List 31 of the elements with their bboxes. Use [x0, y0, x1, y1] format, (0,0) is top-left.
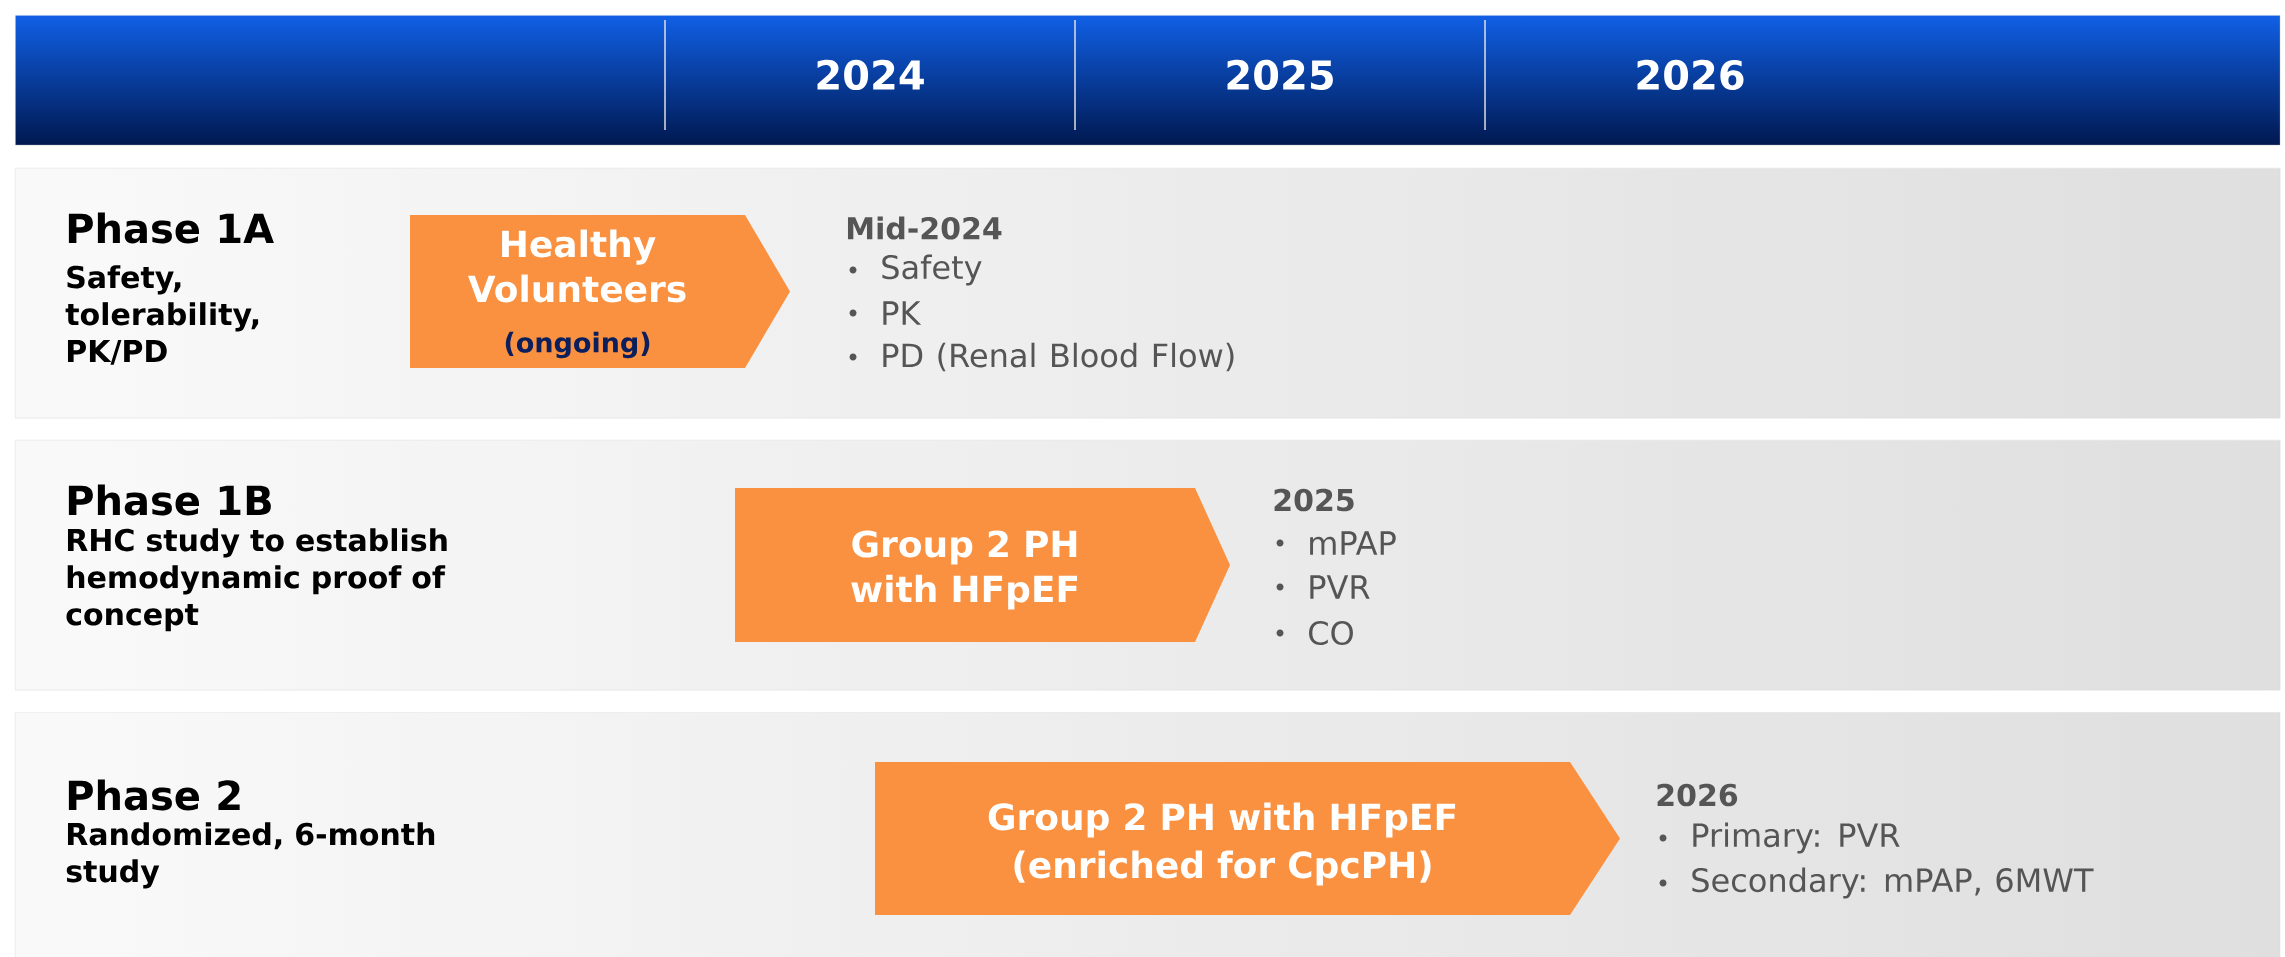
result-heading: Mid-2024 — [848, 216, 1002, 240]
bullet-item: Secondary: mPAP, 6MWT — [1659, 867, 2094, 899]
phase-title: Phase 2 — [68, 779, 240, 811]
chevron-label: Healthy Volunteers — [467, 229, 686, 303]
phase-band — [15, 168, 2281, 419]
chevron-label: Group 2 PH with HFpEF — [988, 802, 1456, 838]
result-heading: 2026 — [1657, 783, 1738, 807]
phase-title: Phase 1B — [68, 484, 271, 516]
phase-title: Phase 1A — [68, 212, 274, 244]
bullet-item: PVR — [1276, 575, 1370, 599]
bullet-item: PK — [849, 301, 922, 325]
bullet-item: PD (Renal Blood Flow) — [849, 342, 1234, 372]
chevron-label: Group 2 PH with HFpEF — [851, 530, 1078, 610]
chevron-arrow — [735, 488, 1230, 642]
bullet-item: mPAP — [1276, 531, 1396, 555]
phase-description: Randomized, 6-month study — [66, 822, 435, 889]
phase-description: RHC study to establish hemodynamic proof of concept — [66, 528, 447, 632]
year-label: 2025 — [1227, 59, 1333, 91]
result-heading: 2025 — [1274, 488, 1354, 512]
bullet-item: Safety — [849, 254, 982, 286]
year-label: 2026 — [1637, 59, 1744, 91]
chevron-arrow — [875, 762, 1620, 915]
phase-band — [15, 711, 2281, 957]
bullet-item: CO — [1276, 620, 1353, 646]
phase-description: Safety, tolerability, PK/PD — [65, 265, 259, 365]
year-label: 2024 — [817, 59, 924, 91]
header-band — [15, 15, 2281, 146]
chevron-label: (enriched for CpcPH) — [1014, 850, 1431, 886]
chevron-arrow — [410, 215, 790, 368]
status-note: (ongoing) — [505, 331, 650, 359]
bullet-item: Primary: PVR — [1659, 822, 1900, 854]
